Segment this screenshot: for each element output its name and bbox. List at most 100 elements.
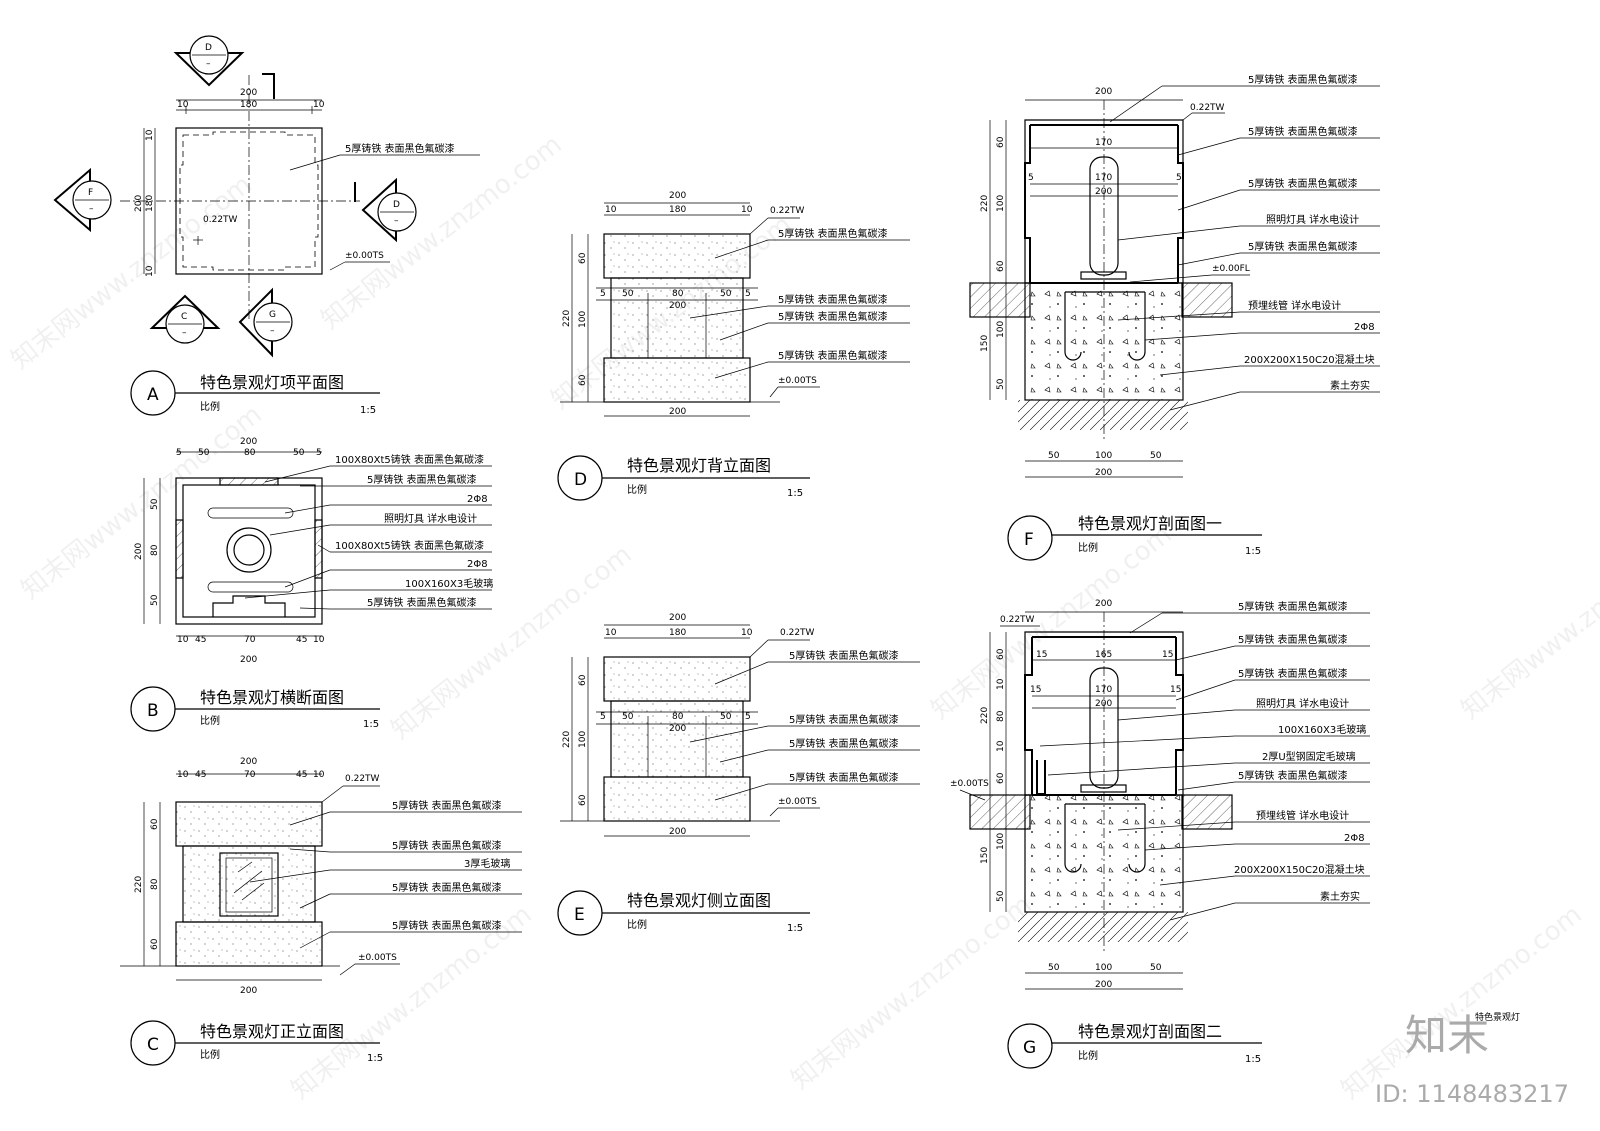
svg-text:150: 150 — [980, 335, 990, 352]
svg-text:2Φ8: 2Φ8 — [1344, 833, 1365, 844]
title-block-g: G 特色景观灯剖面图二 比例 1:5 — [1007, 1022, 1262, 1069]
svg-text:5: 5 — [316, 448, 322, 458]
svg-text:–: – — [206, 59, 211, 69]
svg-text:200: 200 — [669, 613, 686, 623]
svg-text:200: 200 — [1095, 699, 1112, 709]
svg-text:1:5: 1:5 — [1245, 546, 1261, 557]
watermark-text: 知末网www.znzmo.com — [16, 400, 268, 606]
svg-text:±0.00TS: ±0.00TS — [345, 251, 384, 261]
leaders-c — [249, 785, 522, 976]
svg-text:C: C — [147, 1035, 159, 1055]
svg-text:60: 60 — [996, 648, 1006, 660]
svg-text:80: 80 — [150, 544, 160, 556]
svg-text:5厚铸铁 表面黑色氟碳漆: 5厚铸铁 表面黑色氟碳漆 — [345, 142, 455, 155]
svg-text:200: 200 — [134, 195, 144, 212]
svg-text:200: 200 — [1095, 87, 1112, 97]
svg-text:比例: 比例 — [627, 918, 647, 931]
svg-text:5厚铸铁 表面黑色氟碳漆: 5厚铸铁 表面黑色氟碳漆 — [1238, 633, 1348, 646]
svg-text:60: 60 — [150, 938, 160, 950]
svg-text:50: 50 — [1150, 451, 1162, 461]
svg-text:2厚U型钢固定毛玻璃: 2厚U型钢固定毛玻璃 — [1262, 750, 1356, 763]
svg-text:100: 100 — [996, 195, 1006, 212]
svg-text:照明灯具 详水电设计: 照明灯具 详水电设计 — [1256, 697, 1349, 710]
svg-text:G: G — [269, 310, 276, 320]
svg-text:比例: 比例 — [200, 714, 220, 727]
svg-text:5厚铸铁 表面黑色氟碳漆: 5厚铸铁 表面黑色氟碳漆 — [1238, 600, 1348, 613]
svg-text:B: B — [147, 701, 159, 721]
svg-text:F: F — [88, 188, 93, 198]
view-b-cross-section: 200 50 80 50 5 5 200 10 45 70 45 10 200 … — [130, 437, 493, 732]
title-block-f: F 特色景观灯剖面图一 比例 1:5 — [1007, 514, 1262, 561]
svg-text:2Φ8: 2Φ8 — [467, 559, 488, 570]
leaders-f — [1109, 85, 1380, 411]
title-block-a: A 特色景观灯项平面图 比例 1:5 — [130, 370, 380, 416]
svg-text:素土夯实: 素土夯实 — [1330, 379, 1370, 392]
svg-text:0.22TW: 0.22TW — [770, 206, 805, 216]
svg-text:180: 180 — [669, 628, 686, 638]
svg-text:特色景观灯横断面图: 特色景观灯横断面图 — [200, 688, 344, 707]
svg-text:180: 180 — [669, 205, 686, 215]
svg-text:100: 100 — [1095, 451, 1112, 461]
svg-text:80: 80 — [672, 289, 684, 299]
svg-text:100: 100 — [996, 321, 1006, 338]
svg-text:200: 200 — [669, 724, 686, 734]
svg-text:220: 220 — [980, 195, 990, 212]
svg-text:180: 180 — [240, 100, 257, 110]
watermark-text: 知末网www.znzmo.com — [1456, 520, 1600, 726]
svg-text:100X160X3毛玻璃: 100X160X3毛玻璃 — [405, 577, 493, 590]
svg-text:100: 100 — [578, 311, 588, 328]
section-marker-g: G – — [238, 287, 293, 358]
svg-text:50: 50 — [150, 498, 160, 510]
brand-watermark: 特色景观灯 知末 ID: 1148483217 — [1375, 1011, 1569, 1108]
svg-text:60: 60 — [578, 794, 588, 806]
leaders-e — [689, 639, 920, 817]
svg-text:3厚毛玻璃: 3厚毛玻璃 — [464, 857, 510, 870]
svg-text:50: 50 — [996, 890, 1006, 902]
svg-text:200: 200 — [669, 301, 686, 311]
svg-text:5: 5 — [600, 289, 606, 299]
svg-text:特色景观灯剖面图二: 特色景观灯剖面图二 — [1078, 1022, 1222, 1041]
svg-text:50: 50 — [720, 289, 732, 299]
svg-text:特色景观灯剖面图一: 特色景观灯剖面图一 — [1078, 514, 1222, 533]
svg-text:10: 10 — [145, 265, 155, 277]
svg-text:±0.00TS: ±0.00TS — [778, 797, 817, 807]
svg-text:10: 10 — [605, 205, 617, 215]
svg-text:200: 200 — [134, 543, 144, 560]
svg-text:50: 50 — [1048, 963, 1060, 973]
svg-text:10: 10 — [177, 635, 189, 645]
svg-text:0.22TW: 0.22TW — [203, 215, 238, 225]
svg-text:2Φ8: 2Φ8 — [467, 494, 488, 505]
svg-text:5厚铸铁 表面黑色氟碳漆: 5厚铸铁 表面黑色氟碳漆 — [789, 713, 899, 726]
svg-text:5厚铸铁 表面黑色氟碳漆: 5厚铸铁 表面黑色氟碳漆 — [1248, 177, 1358, 190]
svg-text:5厚铸铁 表面黑色氟碳漆: 5厚铸铁 表面黑色氟碳漆 — [1238, 667, 1348, 680]
svg-text:100X160X3毛玻璃: 100X160X3毛玻璃 — [1278, 723, 1366, 736]
svg-text:15: 15 — [1170, 685, 1181, 695]
svg-text:200: 200 — [669, 191, 686, 201]
svg-text:15: 15 — [1036, 650, 1047, 660]
svg-text:5厚铸铁 表面黑色氟碳漆: 5厚铸铁 表面黑色氟碳漆 — [778, 227, 888, 240]
svg-text:200: 200 — [1095, 599, 1112, 609]
svg-text:10: 10 — [177, 770, 189, 780]
svg-text:50: 50 — [1150, 963, 1162, 973]
image-id: ID: 1148483217 — [1375, 1080, 1569, 1108]
watermark-text: 知末网www.znzmo.com — [1336, 900, 1588, 1106]
svg-text:50: 50 — [622, 289, 634, 299]
title-block-c: C 特色景观灯正立面图 比例 1:5 — [130, 1020, 383, 1066]
svg-text:D: D — [205, 43, 212, 53]
svg-text:50: 50 — [996, 378, 1006, 390]
svg-text:220: 220 — [980, 707, 990, 724]
svg-text:100: 100 — [1095, 963, 1112, 973]
svg-text:5厚铸铁 表面黑色氟碳漆: 5厚铸铁 表面黑色氟碳漆 — [778, 349, 888, 362]
svg-text:220: 220 — [562, 731, 572, 748]
svg-text:特色景观灯侧立面图: 特色景观灯侧立面图 — [627, 891, 771, 910]
svg-text:200: 200 — [1095, 980, 1112, 990]
svg-text:10: 10 — [145, 129, 155, 141]
svg-text:±0.00TS: ±0.00TS — [358, 953, 397, 963]
leaders-d — [689, 217, 910, 398]
svg-text:10: 10 — [313, 770, 325, 780]
svg-text:A: A — [147, 385, 159, 405]
svg-text:D: D — [393, 200, 400, 210]
svg-text:15: 15 — [1162, 650, 1173, 660]
svg-text:–: – — [89, 204, 94, 214]
svg-text:100X80Xt5铸铁 表面黑色氟碳漆: 100X80Xt5铸铁 表面黑色氟碳漆 — [335, 539, 484, 552]
